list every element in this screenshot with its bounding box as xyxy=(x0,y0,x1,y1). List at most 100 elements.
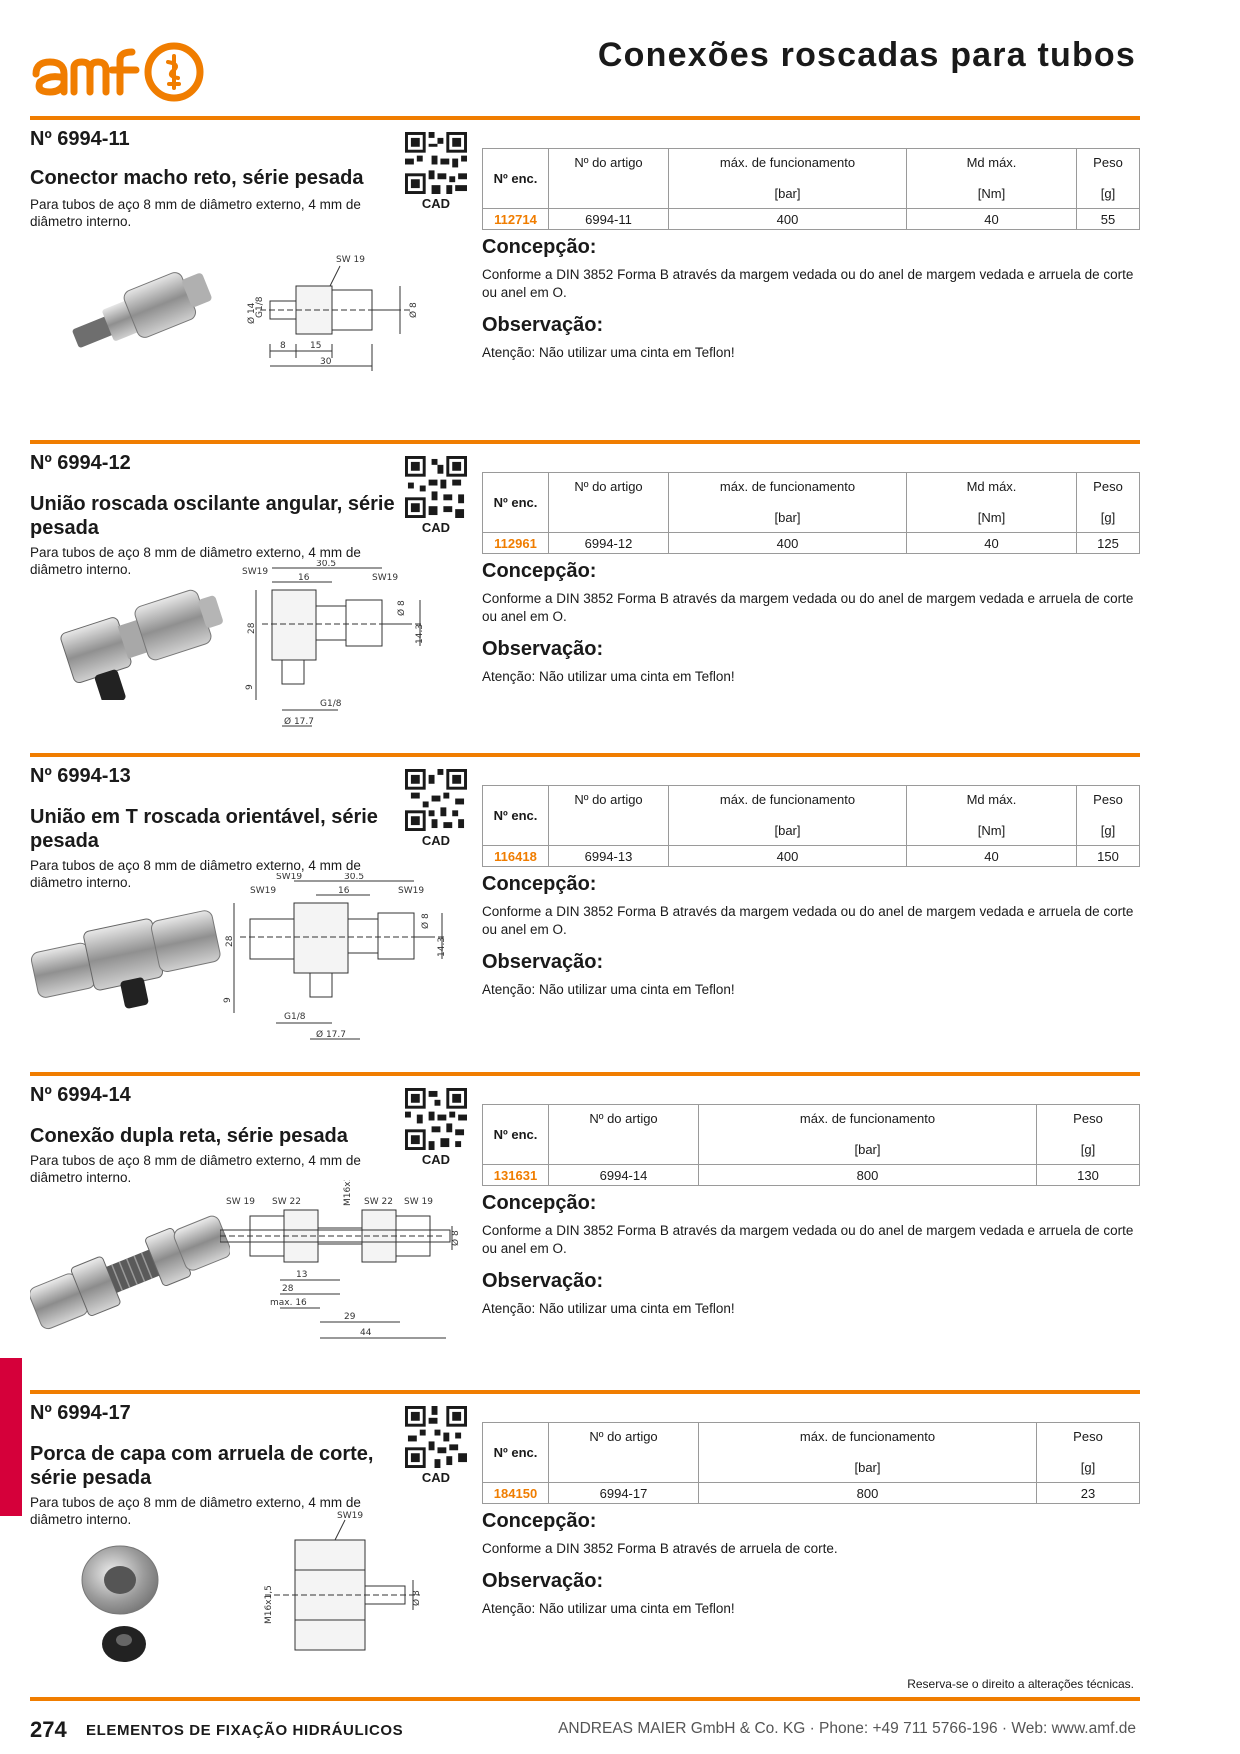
header-weight: Peso[g] xyxy=(1076,148,1140,209)
qr-code-icon[interactable] xyxy=(405,1406,467,1468)
svg-text:Ø 8: Ø 8 xyxy=(420,913,431,929)
svg-text:Ø 8: Ø 8 xyxy=(450,1230,461,1246)
spec-table: Nº enc. Nº do artigo máx. de funcionamen… xyxy=(482,472,1140,554)
weight-cell: 55 xyxy=(1076,208,1140,230)
technical-drawing: SW19 M16x1,5 Ø 8 xyxy=(264,1511,422,1651)
svg-text:28: 28 xyxy=(225,935,235,947)
svg-text:9: 9 xyxy=(245,684,255,690)
product-name: União em T roscada orientável, série pes… xyxy=(30,806,378,852)
svg-text:30: 30 xyxy=(320,357,332,367)
header-order-no: Nº enc. xyxy=(482,1422,549,1483)
svg-text:16: 16 xyxy=(298,573,310,583)
cad-label[interactable]: CAD xyxy=(421,1152,451,1167)
concepcao-heading: Concepção: xyxy=(482,873,597,895)
svg-text:16: 16 xyxy=(338,886,350,896)
pressure-cell: 400 xyxy=(668,208,907,230)
cad-label[interactable]: CAD xyxy=(421,1470,451,1485)
qr-code-icon[interactable] xyxy=(405,1088,467,1150)
weight-cell: 125 xyxy=(1076,532,1140,554)
spec-table: Nº enc. Nº do artigo máx. de funcionamen… xyxy=(482,785,1140,867)
spec-table: Nº enc. Nº do artigo máx. de funcionamen… xyxy=(482,1104,1140,1186)
observacao-text: Atenção: Não utilizar uma cinta em Teflo… xyxy=(482,669,735,684)
observacao-heading: Observação: xyxy=(482,1270,604,1292)
header-pressure: máx. de funcionamento[bar] xyxy=(668,472,907,533)
observacao-text: Atenção: Não utilizar uma cinta em Teflo… xyxy=(482,982,735,997)
header-weight: Peso[g] xyxy=(1076,472,1140,533)
product-number: Nº 6994-14 xyxy=(30,1084,131,1106)
concepcao-text: Conforme a DIN 3852 Forma B através da m… xyxy=(482,1223,1134,1256)
concepcao-heading: Concepção: xyxy=(482,1192,597,1214)
weight-cell: 130 xyxy=(1036,1164,1140,1186)
cad-label[interactable]: CAD xyxy=(421,196,451,211)
svg-text:G1/8: G1/8 xyxy=(255,296,265,318)
observacao-heading: Observação: xyxy=(482,314,604,336)
svg-text:SW 19: SW 19 xyxy=(336,255,365,265)
product-number: Nº 6994-17 xyxy=(30,1402,131,1424)
svg-text:SW19: SW19 xyxy=(250,886,276,896)
table-row: 116418 6994-13 400 40 150 xyxy=(482,845,1140,867)
header-article-no: Nº do artigo xyxy=(548,148,669,209)
footer-divider xyxy=(30,1697,1140,1701)
cad-label[interactable]: CAD xyxy=(421,520,451,535)
qr-code-icon[interactable] xyxy=(405,769,467,831)
svg-text:SW19: SW19 xyxy=(372,573,398,583)
product-section: Nº 6994-11 Conector macho reto, série pe… xyxy=(30,116,1140,416)
order-number-link[interactable]: 112961 xyxy=(482,532,549,554)
torque-cell: 40 xyxy=(906,845,1077,867)
pressure-cell: 800 xyxy=(698,1482,1037,1504)
section-divider xyxy=(30,1390,1140,1394)
technical-drawing: SW 19 Ø 14 G1/8 Ø 8 8 15 30 xyxy=(246,255,419,371)
torque-cell: 40 xyxy=(906,208,1077,230)
svg-text:Ø 8: Ø 8 xyxy=(411,1590,422,1606)
svg-text:SW19: SW19 xyxy=(398,886,424,896)
product-description: Para tubos de aço 8 mm de diâmetro exter… xyxy=(30,197,361,229)
concepcao-text: Conforme a DIN 3852 Forma B através de a… xyxy=(482,1541,838,1556)
technical-drawing: SW 19 SW 22 M16x1,5 SW 22 SW 19 Ø 8 13 2… xyxy=(220,1180,461,1339)
table-row: 184150 6994-17 800 23 xyxy=(482,1482,1140,1504)
qr-code-icon[interactable] xyxy=(405,456,467,518)
concepcao-heading: Concepção: xyxy=(482,560,597,582)
svg-text:SW 22: SW 22 xyxy=(272,1197,301,1207)
svg-text:M16x1,5: M16x1,5 xyxy=(264,1585,274,1624)
header-order-no: Nº enc. xyxy=(482,1104,549,1165)
product-name: Porca de capa com arruela de corte, séri… xyxy=(30,1443,374,1489)
svg-text:15: 15 xyxy=(310,341,321,351)
product-description: Para tubos de aço 8 mm de diâmetro exter… xyxy=(30,545,361,577)
concepcao-heading: Concepção: xyxy=(482,1510,597,1532)
order-number-link[interactable]: 112714 xyxy=(482,208,549,230)
section-divider xyxy=(30,1072,1140,1076)
header-pressure: máx. de funcionamento[bar] xyxy=(698,1422,1037,1483)
svg-text:SW 19: SW 19 xyxy=(226,1197,255,1207)
observacao-text: Atenção: Não utilizar uma cinta em Teflo… xyxy=(482,1601,735,1616)
observacao-text: Atenção: Não utilizar uma cinta em Teflo… xyxy=(482,1301,735,1316)
svg-text:28: 28 xyxy=(247,622,257,634)
order-number-link[interactable]: 131631 xyxy=(482,1164,549,1186)
svg-text:SW 22: SW 22 xyxy=(364,1197,393,1207)
reserve-note: Reserva-se o direito a alterações técnic… xyxy=(907,1677,1134,1691)
section-divider xyxy=(30,440,1140,444)
pressure-cell: 400 xyxy=(668,845,907,867)
qr-code-icon[interactable] xyxy=(405,132,467,194)
svg-text:SW19: SW19 xyxy=(276,873,302,882)
header-order-no: Nº enc. xyxy=(482,472,549,533)
product-number: Nº 6994-11 xyxy=(30,128,130,150)
pressure-cell: 800 xyxy=(698,1164,1037,1186)
header-article-no: Nº do artigo xyxy=(548,1422,699,1483)
svg-text:30.5: 30.5 xyxy=(316,560,336,569)
svg-text:29: 29 xyxy=(344,1312,356,1322)
order-number-link[interactable]: 116418 xyxy=(482,845,549,867)
observacao-text: Atenção: Não utilizar uma cinta em Teflo… xyxy=(482,345,735,360)
header-article-no: Nº do artigo xyxy=(548,785,669,846)
order-number-link[interactable]: 184150 xyxy=(482,1482,549,1504)
cad-label[interactable]: CAD xyxy=(421,833,451,848)
svg-text:Ø 8: Ø 8 xyxy=(396,600,407,616)
product-photo xyxy=(30,910,221,1009)
chapter-tab xyxy=(0,1358,22,1516)
product-name: Conexão dupla reta, série pesada xyxy=(30,1125,348,1147)
header-torque: Md máx.[Nm] xyxy=(906,785,1077,846)
product-number: Nº 6994-12 xyxy=(30,452,131,474)
observacao-heading: Observação: xyxy=(482,951,604,973)
article-cell: 6994-14 xyxy=(548,1164,699,1186)
header-torque: Md máx.[Nm] xyxy=(906,148,1077,209)
svg-text:Ø 17.7: Ø 17.7 xyxy=(284,716,314,727)
